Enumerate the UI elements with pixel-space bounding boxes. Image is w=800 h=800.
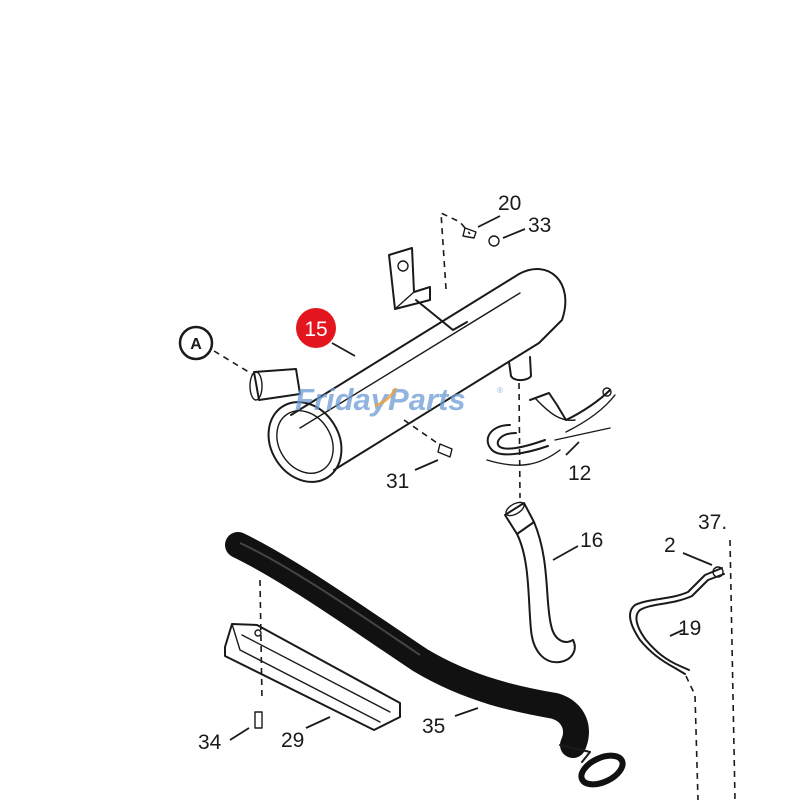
label-29: 29 [281, 729, 304, 752]
label-33: 33 [528, 214, 551, 237]
bolt-34 [229, 711, 263, 741]
label-16: 16 [580, 529, 603, 552]
muffler-part [249, 247, 567, 483]
label-37: 37. [698, 511, 727, 534]
bolt-20 [462, 215, 501, 239]
svg-text:FridayParts: FridayParts [295, 382, 466, 417]
label-31: 31 [386, 470, 409, 493]
plate-29 [224, 623, 401, 731]
washer-33 [488, 228, 526, 247]
label-2: 2 [664, 534, 676, 557]
watermark-brand-first: Friday [295, 382, 390, 417]
label-19: 19 [678, 617, 701, 640]
part-15-label: 15 [304, 318, 327, 341]
callout-a: A [178, 325, 253, 375]
label-20: 20 [498, 192, 521, 215]
clamp-12 [486, 387, 616, 466]
label-35: 35 [422, 715, 445, 738]
highlight-15: 15 [296, 308, 356, 357]
watermark-registered-mark: ® [497, 386, 503, 395]
label-12: 12 [568, 462, 591, 485]
watermark-brand-second: Parts [388, 382, 466, 417]
cable-19 [628, 539, 736, 800]
label-34: 34 [198, 731, 222, 754]
hose-35 [225, 532, 626, 788]
bolt-31 [403, 419, 453, 471]
watermark: FridayParts ® [295, 382, 503, 417]
callout-a-letter: A [190, 336, 202, 353]
tailpipe-16 [504, 501, 579, 664]
